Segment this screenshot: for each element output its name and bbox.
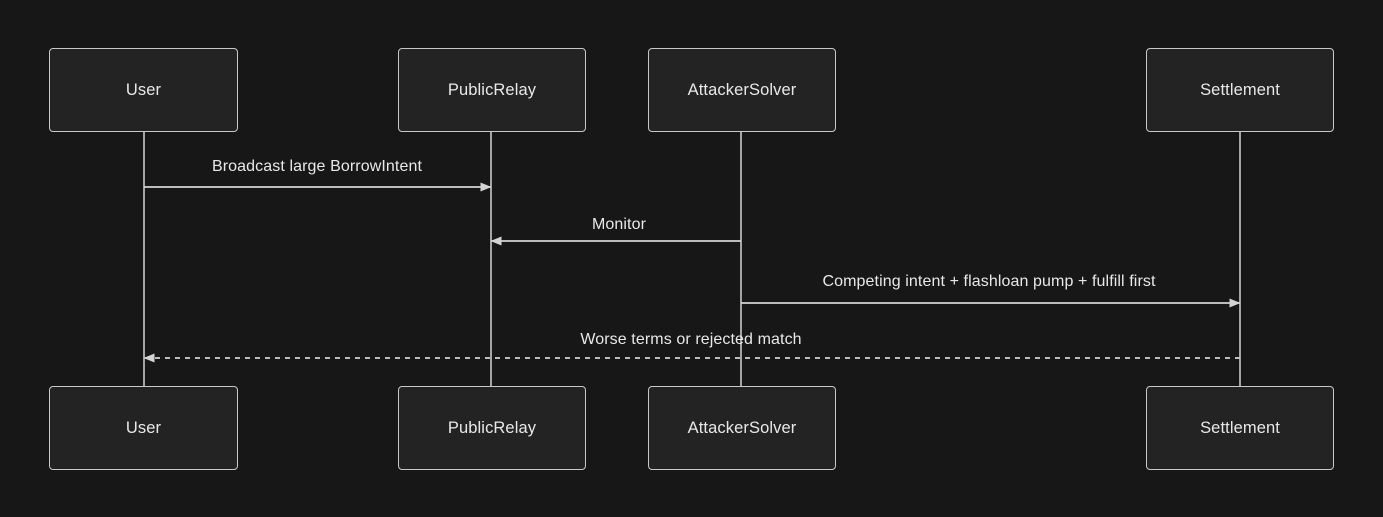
- participant-box-attackersolver-top[interactable]: AttackerSolver: [648, 48, 836, 132]
- participant-box-user-bottom[interactable]: User: [49, 386, 238, 470]
- participant-box-attackersolver-bottom[interactable]: AttackerSolver: [648, 386, 836, 470]
- participant-label-settlement-bottom: Settlement: [1200, 418, 1280, 437]
- participant-label-attackersolver-bottom: AttackerSolver: [687, 418, 797, 437]
- participant-label-user-bottom: User: [125, 418, 162, 437]
- participant-label-attackersolver-top: AttackerSolver: [687, 80, 797, 99]
- participant-box-publicrelay-bottom[interactable]: PublicRelay: [398, 386, 586, 470]
- participant-box-settlement-bottom[interactable]: Settlement: [1146, 386, 1334, 470]
- message-label-1: Broadcast large BorrowIntent: [211, 158, 423, 175]
- participant-label-publicrelay-bottom: PublicRelay: [447, 418, 537, 437]
- participant-label-user-top: User: [125, 80, 162, 99]
- message-arrows-group: [143, 182, 1241, 363]
- message-label-4: Worse terms or rejected match: [580, 331, 802, 348]
- participant-label-settlement-top: Settlement: [1200, 80, 1280, 99]
- participant-box-settlement-top[interactable]: Settlement: [1146, 48, 1334, 132]
- lifelines-group: [143, 132, 1241, 386]
- participant-box-user-top[interactable]: User: [49, 48, 238, 132]
- participant-box-publicrelay-top[interactable]: PublicRelay: [398, 48, 586, 132]
- message-label-3: Competing intent + flashloan pump + fulf…: [822, 273, 1156, 290]
- participant-label-publicrelay-top: PublicRelay: [447, 80, 537, 99]
- message-label-2: Monitor: [591, 216, 647, 233]
